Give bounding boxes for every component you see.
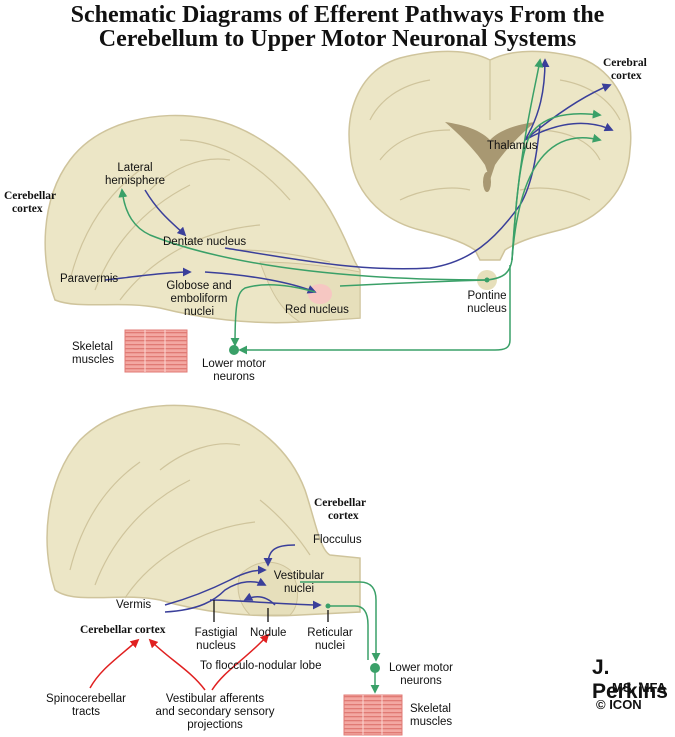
to-flocculo-nodular-label: To flocculo-nodular lobe — [200, 660, 322, 672]
signature-degree: MS, MFA — [612, 680, 667, 695]
title-line-1: Schematic Diagrams of Efferent Pathways … — [70, 2, 605, 28]
top-cerebellum-shape — [44, 114, 361, 324]
bottom-blue-pathways — [164, 544, 322, 613]
flocculus-label: Flocculus — [313, 534, 362, 546]
top-green-pathways — [118, 58, 602, 355]
bottom-cerebellum-shape — [46, 404, 361, 617]
signature-name: J. Perkins — [592, 656, 668, 703]
coronal-brain-shape — [348, 50, 632, 261]
bottom-green-pathways — [300, 581, 381, 694]
title-line-2: Cerebellum to Upper Motor Neuronal Syste… — [98, 26, 577, 52]
bottom-lmn-dot — [370, 663, 380, 673]
nodule-label: Nodule — [250, 627, 287, 639]
bottom-leader-lines — [213, 600, 329, 622]
top-muscle-shape — [124, 329, 188, 373]
paravermis-label: Paravermis — [60, 273, 119, 285]
top-lmn-dot — [229, 345, 239, 355]
bottom-cerebellar-cortex-inline-label: Cerebellar cortex — [80, 624, 166, 636]
red-nucleus-shape — [308, 284, 332, 304]
dentate-nucleus-label: Dentate nucleus — [163, 236, 247, 248]
bottom-muscle-shape — [343, 694, 403, 736]
red-nucleus-label: Red nucleus — [285, 304, 349, 316]
signature-logo: © ICON — [596, 697, 642, 712]
vermis-label: Vermis — [116, 599, 152, 611]
thalamus-label: Thalamus — [487, 140, 538, 152]
bottom-red-pathways — [89, 633, 270, 691]
